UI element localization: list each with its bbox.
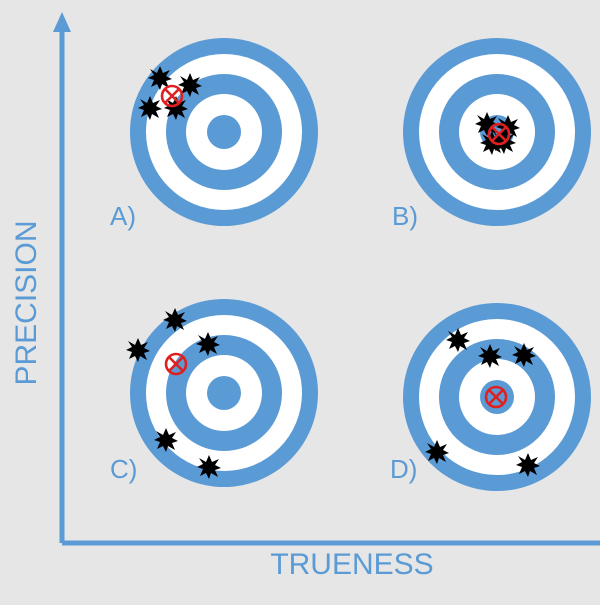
target-c: C) bbox=[110, 299, 318, 487]
y-axis-arrowhead bbox=[53, 12, 71, 32]
target-d-label: D) bbox=[390, 454, 417, 484]
axes: TRUENESS PRECISION bbox=[10, 12, 600, 581]
target-b: B) bbox=[392, 38, 591, 231]
target-a-label: A) bbox=[110, 201, 136, 231]
y-axis-label: PRECISION bbox=[10, 220, 43, 385]
target-a: A) bbox=[110, 38, 318, 231]
target-c-label: C) bbox=[110, 454, 137, 484]
target-a-rings bbox=[130, 38, 318, 226]
target-b-label: B) bbox=[392, 201, 418, 231]
x-axis-label: TRUENESS bbox=[270, 548, 433, 581]
target-c-rings bbox=[130, 299, 318, 487]
target-d: D) bbox=[390, 303, 591, 491]
